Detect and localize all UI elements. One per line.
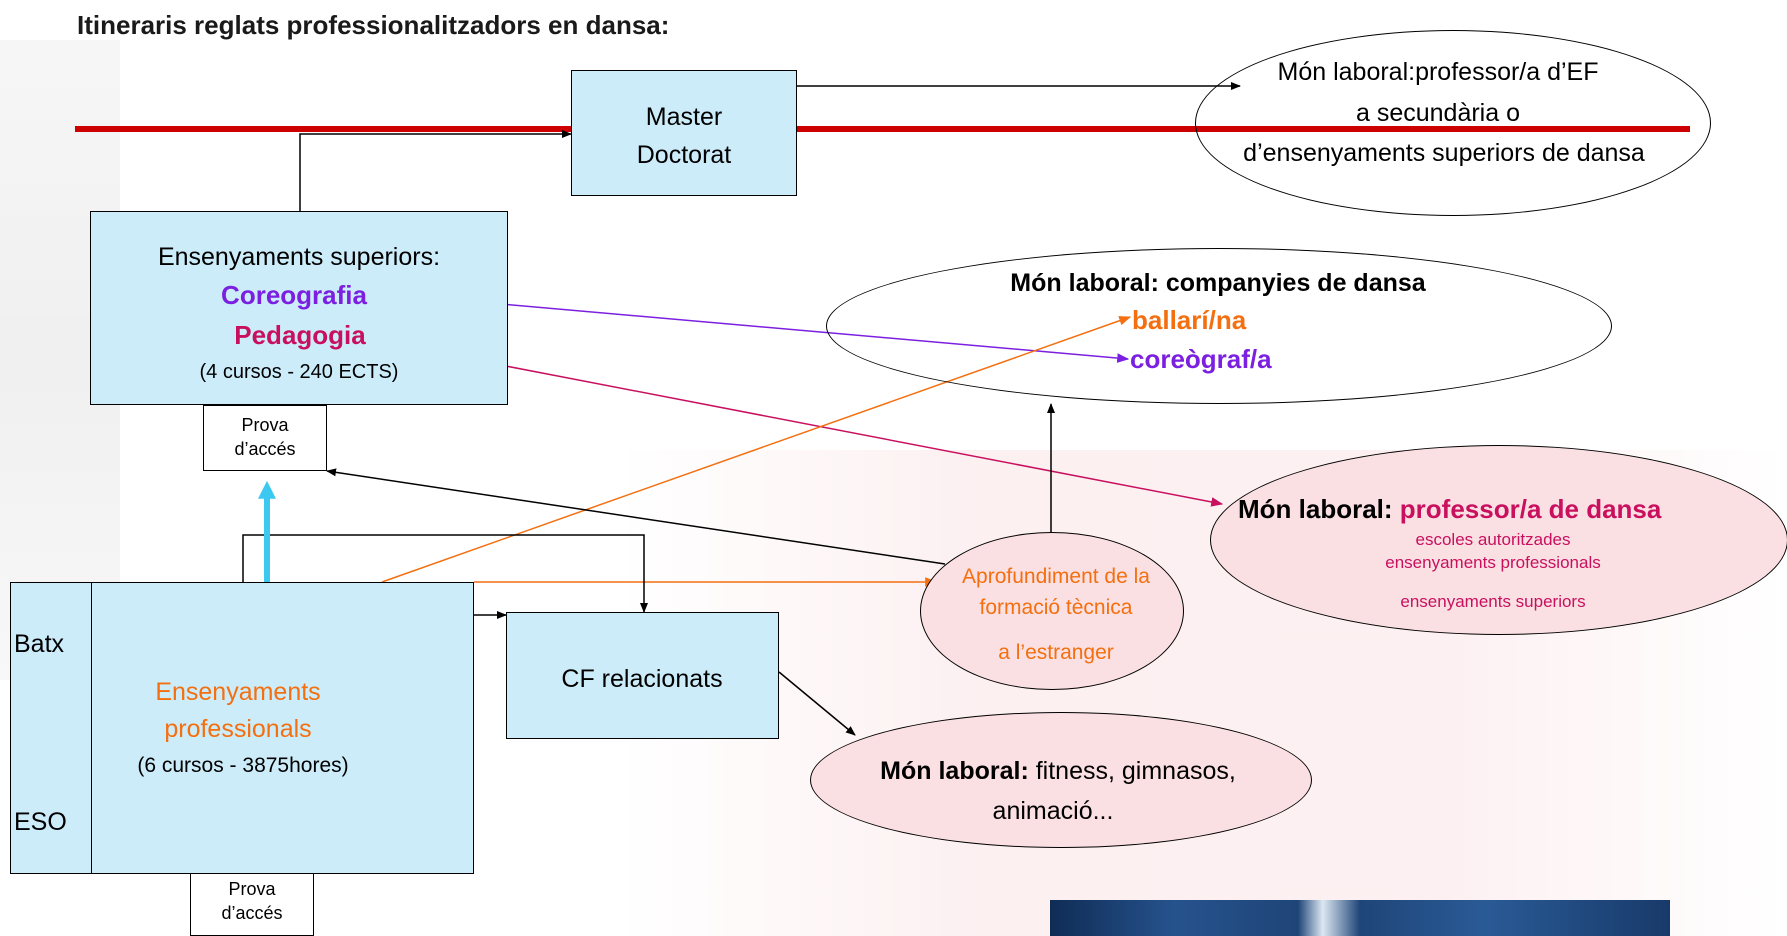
batx-label: Batx <box>14 630 65 658</box>
prova-bottom-line2: d’accés <box>221 903 283 923</box>
fitness-line2: animació... <box>992 797 1114 825</box>
fitness-label: Món laboral: <box>880 757 1029 785</box>
mon-laboral-companyies-ellipse <box>826 248 1612 404</box>
master-label: Master <box>645 103 723 131</box>
professor-dansa-line3: ensenyaments superiors <box>1400 592 1586 611</box>
companyies-ballari: ballarí/na <box>1132 305 1247 335</box>
professor-dansa-label: Món laboral: <box>1238 494 1393 524</box>
superiors-detail: (4 cursos - 240 ECTS) <box>199 361 399 383</box>
doctorat-label: Doctorat <box>636 141 732 169</box>
ensenyaments-superiors-box <box>90 211 508 405</box>
companyies-coreograf: coreògraf/a <box>1130 344 1272 374</box>
professor-dansa-line2: ensenyaments professionals <box>1385 553 1601 572</box>
prova-acces-bottom: Prova d’accés <box>190 873 314 936</box>
professionals-line1: Ensenyaments <box>155 678 321 706</box>
cf-label: CF relacionats <box>561 665 723 693</box>
professor-dansa-heading: Món laboral: professor/a de dansa <box>1238 494 1661 525</box>
mon-laboral-fitness-ellipse <box>810 712 1312 848</box>
dance-photo-strip <box>1050 900 1670 936</box>
arrow-superiors-to-master <box>299 130 572 211</box>
arrow-aprofundiment-to-prova <box>326 468 946 565</box>
page-title: Itineraris reglats professionalitzadors … <box>77 10 670 40</box>
professionals-line2: professionals <box>164 715 312 743</box>
cf-relacionats-box <box>506 612 779 739</box>
prova-acces-top: Prova d’accés <box>203 405 327 471</box>
aprofundiment-line2: formació tècnica <box>979 596 1133 619</box>
master-doctorat-box <box>571 70 797 196</box>
mon-ef-line3: d’ensenyaments superiors de dansa <box>1243 139 1645 167</box>
mon-ef-line1: Món laboral:professor/a d’EF <box>1277 58 1599 86</box>
eso-label: ESO <box>14 808 67 836</box>
fitness-line1: Món laboral: fitness, gimnasos, <box>880 757 1236 786</box>
aprofundiment-line3: a l’estranger <box>998 641 1114 664</box>
prova-top-line1: Prova <box>241 415 289 435</box>
superiors-pedagogia: Pedagogia <box>234 320 366 350</box>
professionals-detail: (6 cursos - 3875hores) <box>137 754 349 777</box>
aprofundiment-line1: Aprofundiment de la <box>962 565 1150 588</box>
ensenyaments-professionals-box <box>91 582 474 874</box>
prova-bottom-line1: Prova <box>228 879 276 899</box>
companyies-heading: Món laboral: companyies de dansa <box>1010 269 1426 297</box>
professor-dansa-line1: escoles autoritzades <box>1415 530 1571 549</box>
arrow-cf-to-fitness <box>778 671 856 736</box>
mon-laboral-professor-ellipse <box>1210 445 1787 635</box>
superiors-heading: Ensenyaments superiors: <box>157 243 441 271</box>
mon-laboral-ef-ellipse <box>1195 30 1711 216</box>
professor-dansa-highlight: professor/a de dansa <box>1399 494 1662 524</box>
arrow-pedagogia-to-professor <box>375 340 1224 507</box>
arrow-professionals-to-cf <box>242 534 648 613</box>
prova-top-line2: d’accés <box>234 439 296 459</box>
fitness-text: fitness, gimnasos, <box>1035 757 1236 785</box>
batx-eso-column <box>10 582 92 874</box>
mon-ef-line2: a secundària o <box>1355 99 1521 127</box>
aprofundiment-ellipse <box>920 532 1184 690</box>
superiors-coreografia: Coreografia <box>221 280 367 310</box>
